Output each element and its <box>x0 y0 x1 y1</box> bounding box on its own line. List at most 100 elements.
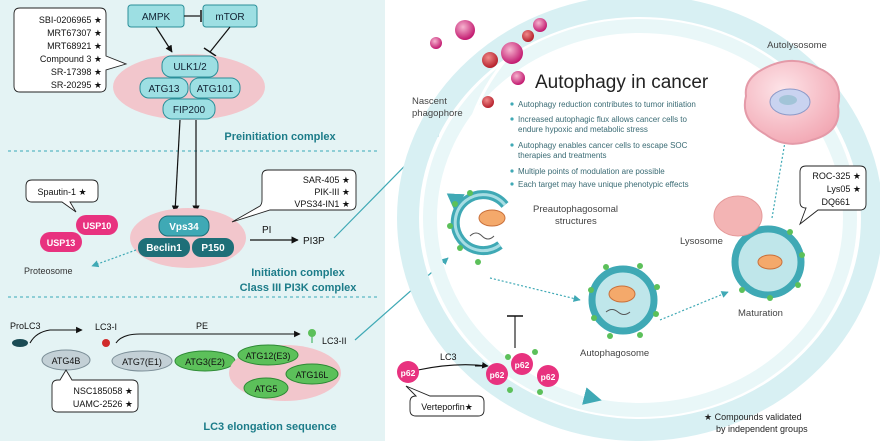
structures-label: structures <box>555 216 597 227</box>
ampk-label: AMPK <box>142 12 171 23</box>
lc3-dots <box>447 190 481 265</box>
atg101-label: ATG101 <box>197 84 234 95</box>
autophagosome-label: Autophagosome <box>580 348 649 359</box>
p150-label: P150 <box>201 243 225 254</box>
cargo-blob <box>455 20 475 40</box>
pi-label: PI <box>262 225 271 236</box>
mtor-inhibits-ulk <box>209 26 231 53</box>
class-iii-pi3k-label: Class III PI3K complex <box>240 282 358 294</box>
preautophagosomal-label: Preautophagosomal <box>533 204 618 215</box>
atg13-node <box>139 77 189 99</box>
autophagosome-to-maturation-arrow <box>659 291 729 321</box>
bullet-text: Autophagy enables cancer cells to escape… <box>518 141 688 150</box>
phagophore-label: phagophore <box>412 108 463 119</box>
proteosome-label: Proteosome <box>24 266 73 276</box>
preinitiation-complex-bg <box>113 54 265 120</box>
lc3-dots <box>739 229 805 301</box>
initiation-complex-label: Initiation complex <box>251 267 345 279</box>
vps34-node <box>158 215 210 237</box>
prolc3-molecule <box>12 339 28 347</box>
fip200-label: FIP200 <box>173 105 206 116</box>
lysosome-inhibitor-list: ROC-325 ★ Lys05 ★ DQ661 <box>812 171 861 207</box>
lc3-dots <box>588 263 660 339</box>
fip200-node <box>162 98 216 120</box>
footnote-line: by independent groups <box>716 424 808 434</box>
p62-node <box>537 365 559 387</box>
verteporfin-callout <box>405 385 485 417</box>
inhibitor-mrt68921: MRT68921 ★ <box>47 41 102 51</box>
bullet-text: Autophagy reduction contributes to tumor… <box>518 100 696 109</box>
prolc3-to-lc3i-arrow <box>29 326 83 344</box>
diagram-title: Autophagy in cancer <box>535 72 709 93</box>
preautophagosome-membrane-inner <box>453 193 507 253</box>
inhibitor-roc-325: ROC-325 ★ <box>812 171 861 181</box>
lc3-ii-molecule <box>308 329 316 337</box>
atg16l-label: ATG16L <box>296 370 329 380</box>
pi3p-label: PI3P <box>303 236 325 247</box>
inhibitor-sr-17398: SR-17398 ★ <box>51 67 102 77</box>
bullet-text: Each target may have unique phenotypic e… <box>518 180 689 189</box>
initiation-inhibitors-callout <box>231 169 357 223</box>
p62-to-lc3-arrow <box>417 362 489 371</box>
inhibitor-sr-20295: SR-20295 ★ <box>51 80 102 90</box>
atg3-label: ATG3(E2) <box>185 357 225 367</box>
bullet-text: endure hypoxic and metabolic stress <box>518 125 648 134</box>
mtor-label: mTOR <box>215 12 244 23</box>
bullet-list: Autophagy reduction contributes to tumor… <box>510 100 696 189</box>
p62-label: p62 <box>490 370 505 380</box>
elongation-inhibitor-list: NSC185058 ★ UAMC-2526 ★ <box>73 386 133 409</box>
p62-label: p62 <box>401 368 416 378</box>
usp10-label: USP10 <box>83 221 112 231</box>
bullet-dot <box>510 143 514 147</box>
bullet-text: Multiple points of modulation are possib… <box>518 167 665 176</box>
prolc3-label: ProLC3 <box>10 321 41 331</box>
atg5-label: ATG5 <box>255 384 278 394</box>
lc3-dots <box>505 349 543 395</box>
atg101-node <box>189 77 241 99</box>
atg12-label: ATG12(E3) <box>246 351 291 361</box>
inhibitor-pik-iii: PIK-III ★ <box>314 187 350 197</box>
lysosome <box>713 195 763 237</box>
maturation-label: Maturation <box>738 308 783 319</box>
usp10-node <box>76 215 118 235</box>
preauto-to-autophagosome-arrow <box>489 277 581 302</box>
atg5-node <box>243 377 289 399</box>
preinitiation-inhibitor-list: SBI-0206965 ★ MRT67307 ★ MRT68921 ★ Comp… <box>39 15 102 90</box>
p62-node <box>511 353 533 375</box>
cargo-blob <box>522 30 534 42</box>
preinitiation-inhibitors-callout <box>13 7 128 93</box>
pe-label: PE <box>196 321 208 331</box>
cargo-blob <box>501 42 523 64</box>
initiation-inhibitor-list: SAR-405 ★ PIK-III ★ VPS34-IN1 ★ <box>294 175 350 209</box>
mitochondrion-icon <box>757 254 783 270</box>
atg16l-node <box>285 363 339 385</box>
bullet-text: therapies and treatments <box>518 151 607 160</box>
ulk-label: ULK1/2 <box>173 62 207 73</box>
inhibitor-lys05: Lys05 ★ <box>827 184 861 194</box>
atg12-node <box>237 344 299 366</box>
bullet-text: Increased autophagic flux allows cancer … <box>518 115 688 124</box>
mitochondrion-icon <box>608 285 636 303</box>
bullet-dot <box>510 117 514 121</box>
verteporfin-label: Verteporfin★ <box>421 402 473 412</box>
inhibitor-compound-3: Compound 3 ★ <box>40 54 102 64</box>
lc3-ii-label: LC3-II <box>322 336 347 346</box>
lc3-i-molecule <box>102 339 110 347</box>
lysosome-label: Lysosome <box>680 236 723 247</box>
p62-label: p62 <box>515 360 530 370</box>
inhibitor-uamc-2526: UAMC-2526 ★ <box>73 399 133 409</box>
inhibitor-sar-405: SAR-405 ★ <box>303 175 350 185</box>
inhibition-bar <box>203 47 217 57</box>
lysosome-inhibitors-callout <box>799 165 867 226</box>
atg7-node <box>111 350 173 372</box>
spautin-callout <box>25 179 99 213</box>
preinitiation-complex-label: Preinitiation complex <box>224 131 336 143</box>
bullet-dot <box>510 182 514 186</box>
cargo-blob <box>511 71 525 85</box>
lc3-i-label: LC3-I <box>95 322 117 332</box>
lc3-elongation-label: LC3 elongation sequence <box>203 421 336 433</box>
p62-node <box>486 363 508 385</box>
nascent-label: Nascent <box>412 96 447 107</box>
